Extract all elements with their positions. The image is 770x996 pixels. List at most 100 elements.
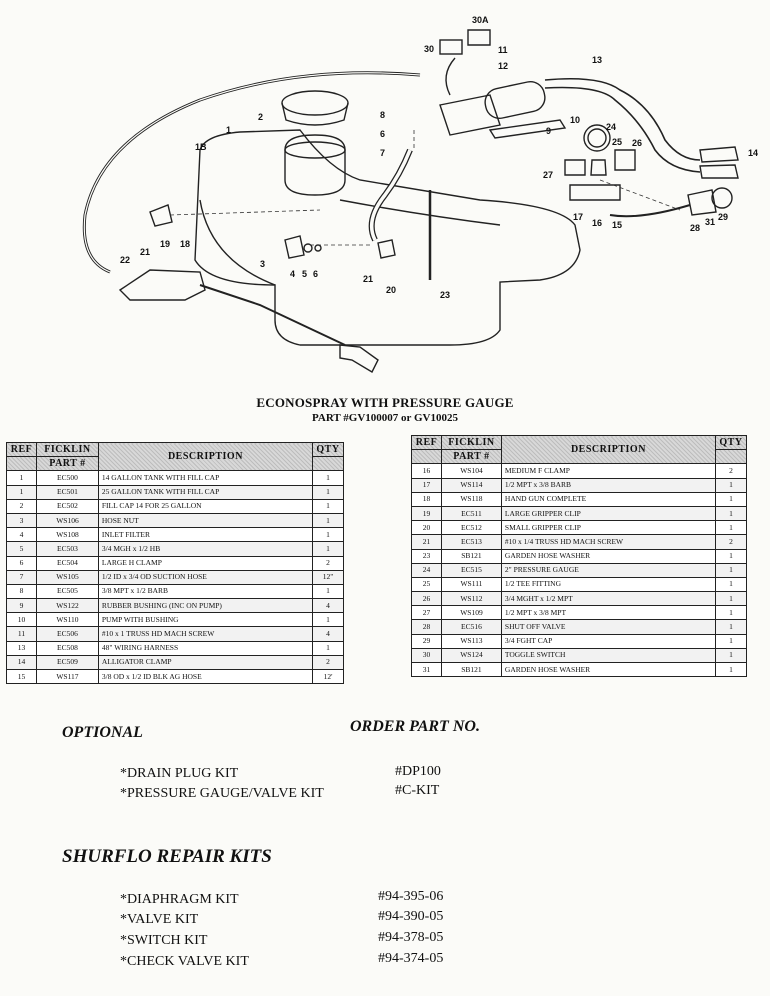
description-cell: 3/4 MGH x 1/2 HB [97,541,314,557]
part-number-cell: WS106 [35,512,99,529]
exploded-parts-diagram: 30A 30 11 12 13 2 8 6 10 9 1 1B 7 24 25 … [82,15,758,373]
callout: 29 [718,212,728,222]
callout: 20 [386,285,396,295]
callout: 10 [570,115,580,125]
description-cell: FILL CAP 14 FOR 25 GALLON [97,498,314,514]
spray-nozzle [339,344,379,373]
qty-cell: 1 [714,477,748,493]
qty-cell: 1 [312,512,344,529]
callout: 17 [573,212,583,222]
ref-cell: 28 [411,619,442,635]
part-number-cell: EC506 [35,626,99,642]
description-cell: LARGE H CLAMP [97,555,314,571]
part-number-cell: SB121 [440,548,502,564]
ref-cell: 11 [6,626,37,642]
ref-cell: 18 [411,491,442,507]
hand-gun [118,269,206,301]
description-cell: 1/2 TEE FITTING [500,576,716,593]
callout: 30A [472,15,489,25]
document-subtitle: PART #GV100007 or GV10025 [312,412,458,424]
optional-heading: OPTIONAL [62,724,143,741]
ref-cell: 25 [411,576,442,593]
description-cell: HAND GUN COMPLETE [500,491,716,507]
tank-fill-neck [284,134,346,196]
part-number-cell: EC512 [440,520,502,536]
qty-cell: 1 [312,484,344,500]
description-cell: HOSE NUT [97,512,314,529]
col-qty: QTY [312,441,344,458]
ref-cell: 16 [411,463,442,479]
description-cell: MEDIUM F CLAMP [500,463,716,479]
callout: 30 [424,44,434,54]
ref-cell: 1 [6,470,37,486]
callout: 15 [612,220,622,230]
wiring-harness [544,77,701,161]
qty-cell: 1 [312,640,344,656]
pump-motor [484,80,546,120]
ref-cell: 30 [411,647,442,664]
qty-cell: 1 [714,591,748,607]
col-description: DESCRIPTION [97,441,314,472]
description-cell: 1/2 ID x 3/4 OD SUCTION HOSE [97,569,314,585]
description-cell: 1/2 MPT x 3/8 MPT [500,605,716,621]
part-number-cell: EC503 [35,541,99,557]
description-cell: 3/8 OD x 1/2 ID BLK AG HOSE [97,668,314,685]
ref-cell: 14 [6,654,37,671]
callout: 26 [632,138,642,148]
document-title: ECONOSPRAY WITH PRESSURE GAUGE [256,395,514,410]
qty-cell: 1 [714,619,748,635]
ref-cell: 6 [6,555,37,571]
repair-kits-heading: SHURFLO REPAIR KITS [62,846,272,867]
qty-cell: 1 [714,562,748,578]
ref-cell: 5 [6,541,37,557]
part-number-cell: EC505 [35,583,99,600]
col-ref: REF [411,434,442,451]
discharge-hose [82,71,421,274]
callout: 27 [543,170,553,180]
col-description: DESCRIPTION [500,434,716,465]
callout: 23 [440,290,450,300]
callout: 2 [258,112,263,122]
part-number-cell: WS109 [440,605,502,621]
description-cell: GARDEN HOSE WASHER [500,548,716,564]
description-cell: SHUT OFF VALVE [500,619,716,635]
part-number-cell: WS122 [35,598,99,614]
ref-cell: 1 [6,484,37,500]
callout: 7 [380,148,385,158]
ref-cell: 10 [6,612,37,628]
ref-cell: 29 [411,633,442,649]
ref-cell: 9 [6,598,37,614]
repair-kit-number: #94-378-05 [378,930,444,945]
repair-kit-name: *DIAPHRAGM KIT [120,892,239,907]
col-part: PART # [440,449,502,465]
optional-item-name: *DRAIN PLUG KIT [120,766,239,781]
ref-cell: 31 [411,661,442,678]
description-cell: 3/4 MGHT x 1/2 MPT [500,591,716,607]
qty-cell: 1 [714,633,748,649]
fill-cap [281,90,349,116]
qty-cell: 1 [714,576,748,593]
qty-cell: 1 [714,647,748,664]
ref-cell: 17 [411,477,442,493]
part-number-cell: EC501 [35,484,99,500]
callout-labels: 30A 30 11 12 13 2 8 6 10 9 1 1B 7 24 25 … [120,15,758,300]
description-cell: #10 x 1/4 TRUSS HD MACH SCREW [500,534,716,550]
